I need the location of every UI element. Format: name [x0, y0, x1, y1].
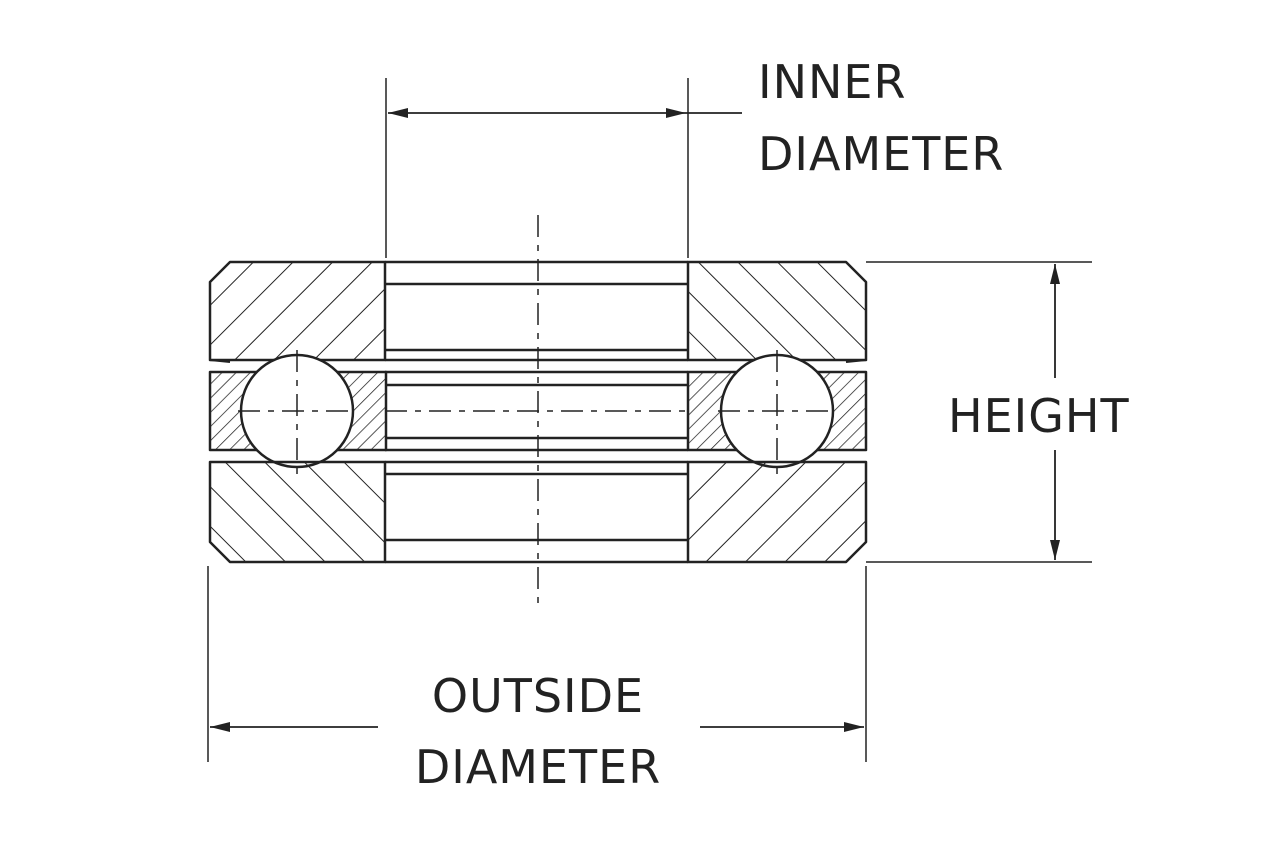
dimension-lines [210, 108, 1060, 732]
top-washer [208, 260, 868, 363]
height-label: HEIGHT [948, 389, 1130, 443]
bottom-washer [208, 460, 868, 564]
inner-diameter-label-line1: INNER [758, 55, 906, 109]
center-lines [238, 215, 836, 608]
extension-lines [207, 78, 1092, 762]
inner-diameter-label-line2: DIAMETER [758, 127, 1004, 181]
outside-diameter-label-line2: DIAMETER [415, 740, 661, 794]
outside-diameter-label-line1: OUTSIDE [432, 669, 644, 723]
